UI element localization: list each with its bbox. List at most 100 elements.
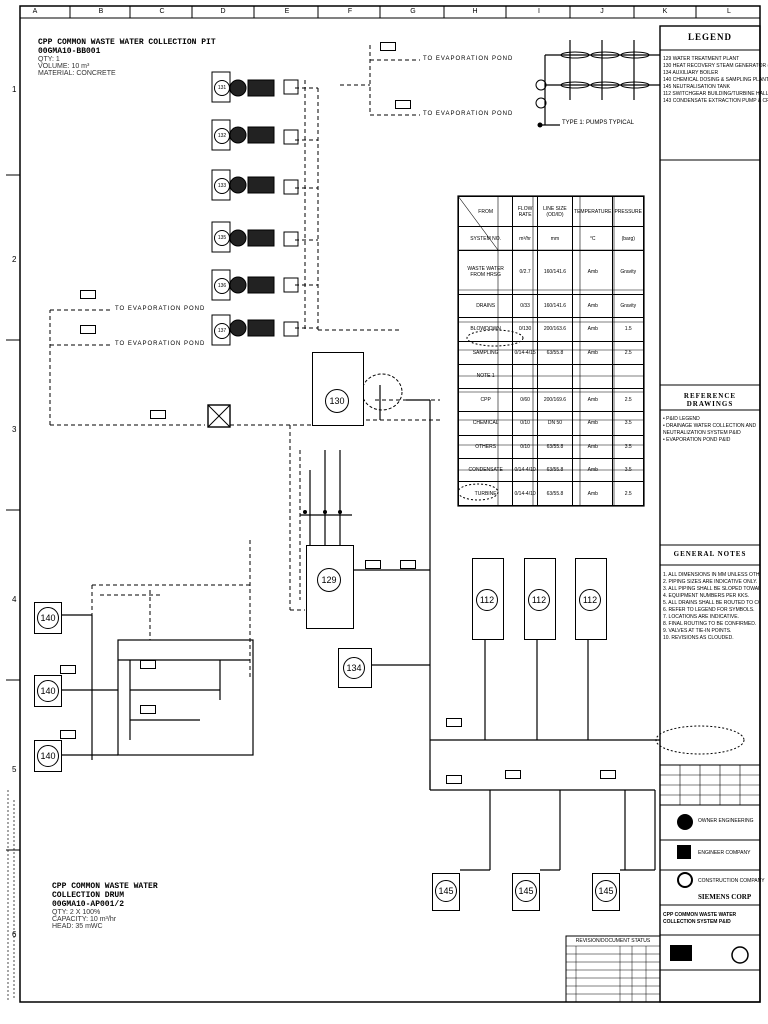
table-cell: 0/10: [512, 434, 538, 460]
row-ref: 2: [12, 255, 17, 264]
pond-label: TO EVAPORATION POND: [420, 56, 517, 62]
table-unit: mm: [536, 226, 574, 251]
reference-item: • DRAINAGE WATER COLLECTION AND NEUTRALI…: [663, 423, 757, 436]
unit-133: 133: [214, 178, 230, 194]
table-cell: 0/2.7: [512, 250, 538, 295]
company-name: SIEMENS CORP: [698, 893, 752, 901]
legend-item: 134 AUXILIARY BOILER: [663, 70, 719, 76]
table-header: TEMPERATURE: [572, 196, 614, 227]
table-cell: 0/60: [512, 387, 538, 413]
table-cell: [536, 364, 574, 389]
drawing-title: CPP COMMON WASTE WATER COLLECTION SYSTEM…: [663, 912, 737, 925]
drum-head: HEAD: 35 mWC: [52, 923, 103, 930]
pit-volume: VOLUME: 10 m³: [38, 63, 90, 70]
instrument-tag: [60, 730, 76, 739]
table-header: LINE SIZE (OD/ID): [536, 196, 574, 227]
col-ref: B: [98, 8, 104, 15]
note-item: 1. ALL DIMENSIONS IN MM UNLESS OTHERWISE…: [663, 572, 759, 578]
table-cell: Amb: [572, 434, 614, 460]
table-cell: 2.5: [612, 387, 644, 413]
col-ref: D: [220, 8, 226, 15]
water-treatment-box[interactable]: 129: [306, 545, 354, 629]
reference-title: REFERENCE DRAWINGS: [683, 392, 737, 408]
legend-item: 145 NEUTRALISATION TANK: [663, 84, 730, 90]
table-cell: 3.5: [612, 457, 644, 483]
dosing-box-3[interactable]: 140: [34, 740, 62, 772]
table-cell: Amb: [572, 317, 614, 342]
row-ref: 4: [12, 595, 17, 604]
table-cell: Amb: [572, 387, 614, 413]
table-cell: 160/141.6: [536, 293, 574, 319]
company-name: OWNER ENGINEERING: [698, 818, 754, 824]
neutralisation-box-1[interactable]: 145: [432, 873, 460, 911]
instrument-tag: [446, 718, 462, 727]
dosing-box-2[interactable]: 140: [34, 675, 62, 707]
table-cell: 2.5: [612, 481, 644, 506]
table-header: FROM: [457, 196, 514, 227]
hrsg-unit-box[interactable]: 130: [312, 352, 364, 426]
table-cell: Gravity: [612, 293, 644, 319]
note-item: 9. VALVES AT TIE-IN POINTS.: [663, 628, 732, 634]
instrument-tag: [365, 560, 381, 569]
pit-qty: QTY: 1: [38, 56, 60, 63]
col-ref: J: [600, 8, 604, 15]
col-ref: L: [727, 8, 731, 15]
unit-112: 112: [476, 589, 498, 611]
pump-note: TYPE 1: PUMPS TYPICAL: [562, 120, 634, 126]
table-cell: Gravity: [612, 250, 644, 295]
unit-112: 112: [579, 589, 601, 611]
table-unit: SYSTEM NO.: [457, 226, 514, 251]
table-cell: 2.5: [612, 340, 644, 366]
table-cell: CONDENSATE: [457, 457, 514, 483]
drum-title-1: CPP COMMON WASTE WATER: [52, 882, 158, 891]
neutralisation-box-3[interactable]: 145: [592, 873, 620, 911]
drum-title-2: COLLECTION DRUM: [52, 891, 125, 900]
general-notes-list: 1. ALL DIMENSIONS IN MM UNLESS OTHERWISE…: [663, 572, 759, 642]
table-cell: 0/130: [512, 317, 538, 342]
neutralisation-box-2[interactable]: 145: [512, 873, 540, 911]
row-ref: 5: [12, 765, 17, 774]
turbine-hall-box-1[interactable]: 112: [472, 558, 504, 640]
instrument-tag: [60, 665, 76, 674]
table-cell: 200/169.6: [536, 387, 574, 413]
col-ref: E: [284, 8, 290, 15]
table-cell: OTHERS: [457, 434, 514, 460]
table-unit: (barg): [612, 226, 644, 251]
col-ref: I: [538, 8, 540, 15]
instrument-tag: [80, 325, 96, 334]
table-cell: [572, 364, 614, 389]
unit-131: 131: [214, 80, 230, 96]
aux-boiler-box[interactable]: 134: [338, 648, 372, 688]
table-cell: 0/14-4/15: [512, 340, 538, 366]
revision-header: REVISION/DOCUMENT STATUS: [575, 938, 651, 944]
turbine-hall-box-3[interactable]: 112: [575, 558, 607, 640]
row-ref: 3: [12, 425, 17, 434]
table-cell: SAMPLING: [457, 340, 514, 366]
table-cell: TURBINE: [457, 481, 514, 506]
table-cell: DN 50: [536, 411, 574, 436]
dosing-box-1[interactable]: 140: [34, 602, 62, 634]
reference-item: • P&ID LEGEND: [663, 416, 700, 422]
instrument-tag: [380, 42, 396, 51]
table-cell: 0/33: [512, 293, 538, 319]
reference-list: • P&ID LEGEND • DRAINAGE WATER COLLECTIO…: [663, 416, 759, 444]
pit-info: CPP COMMON WASTE WATER COLLECTION PIT 00…: [38, 38, 216, 77]
table-cell: Amb: [572, 457, 614, 483]
legend-item: 143 CONDENSATE EXTRACTION PUMP & CPP BUI…: [663, 98, 768, 104]
table-cell: 3.5: [612, 434, 644, 460]
table-header: PRESSURE: [612, 196, 644, 227]
note-item: 8. FINAL ROUTING TO BE CONFIRMED.: [663, 621, 757, 627]
table-cell: Amb: [572, 250, 614, 295]
col-ref: K: [662, 8, 668, 15]
drum-capacity: CAPACITY: 10 m³/hr: [52, 916, 117, 923]
table-cell: 1.5: [612, 317, 644, 342]
turbine-hall-box-2[interactable]: 112: [524, 558, 556, 640]
drum-qty: QTY: 2 X 100%: [52, 909, 101, 916]
col-ref: G: [410, 8, 416, 15]
